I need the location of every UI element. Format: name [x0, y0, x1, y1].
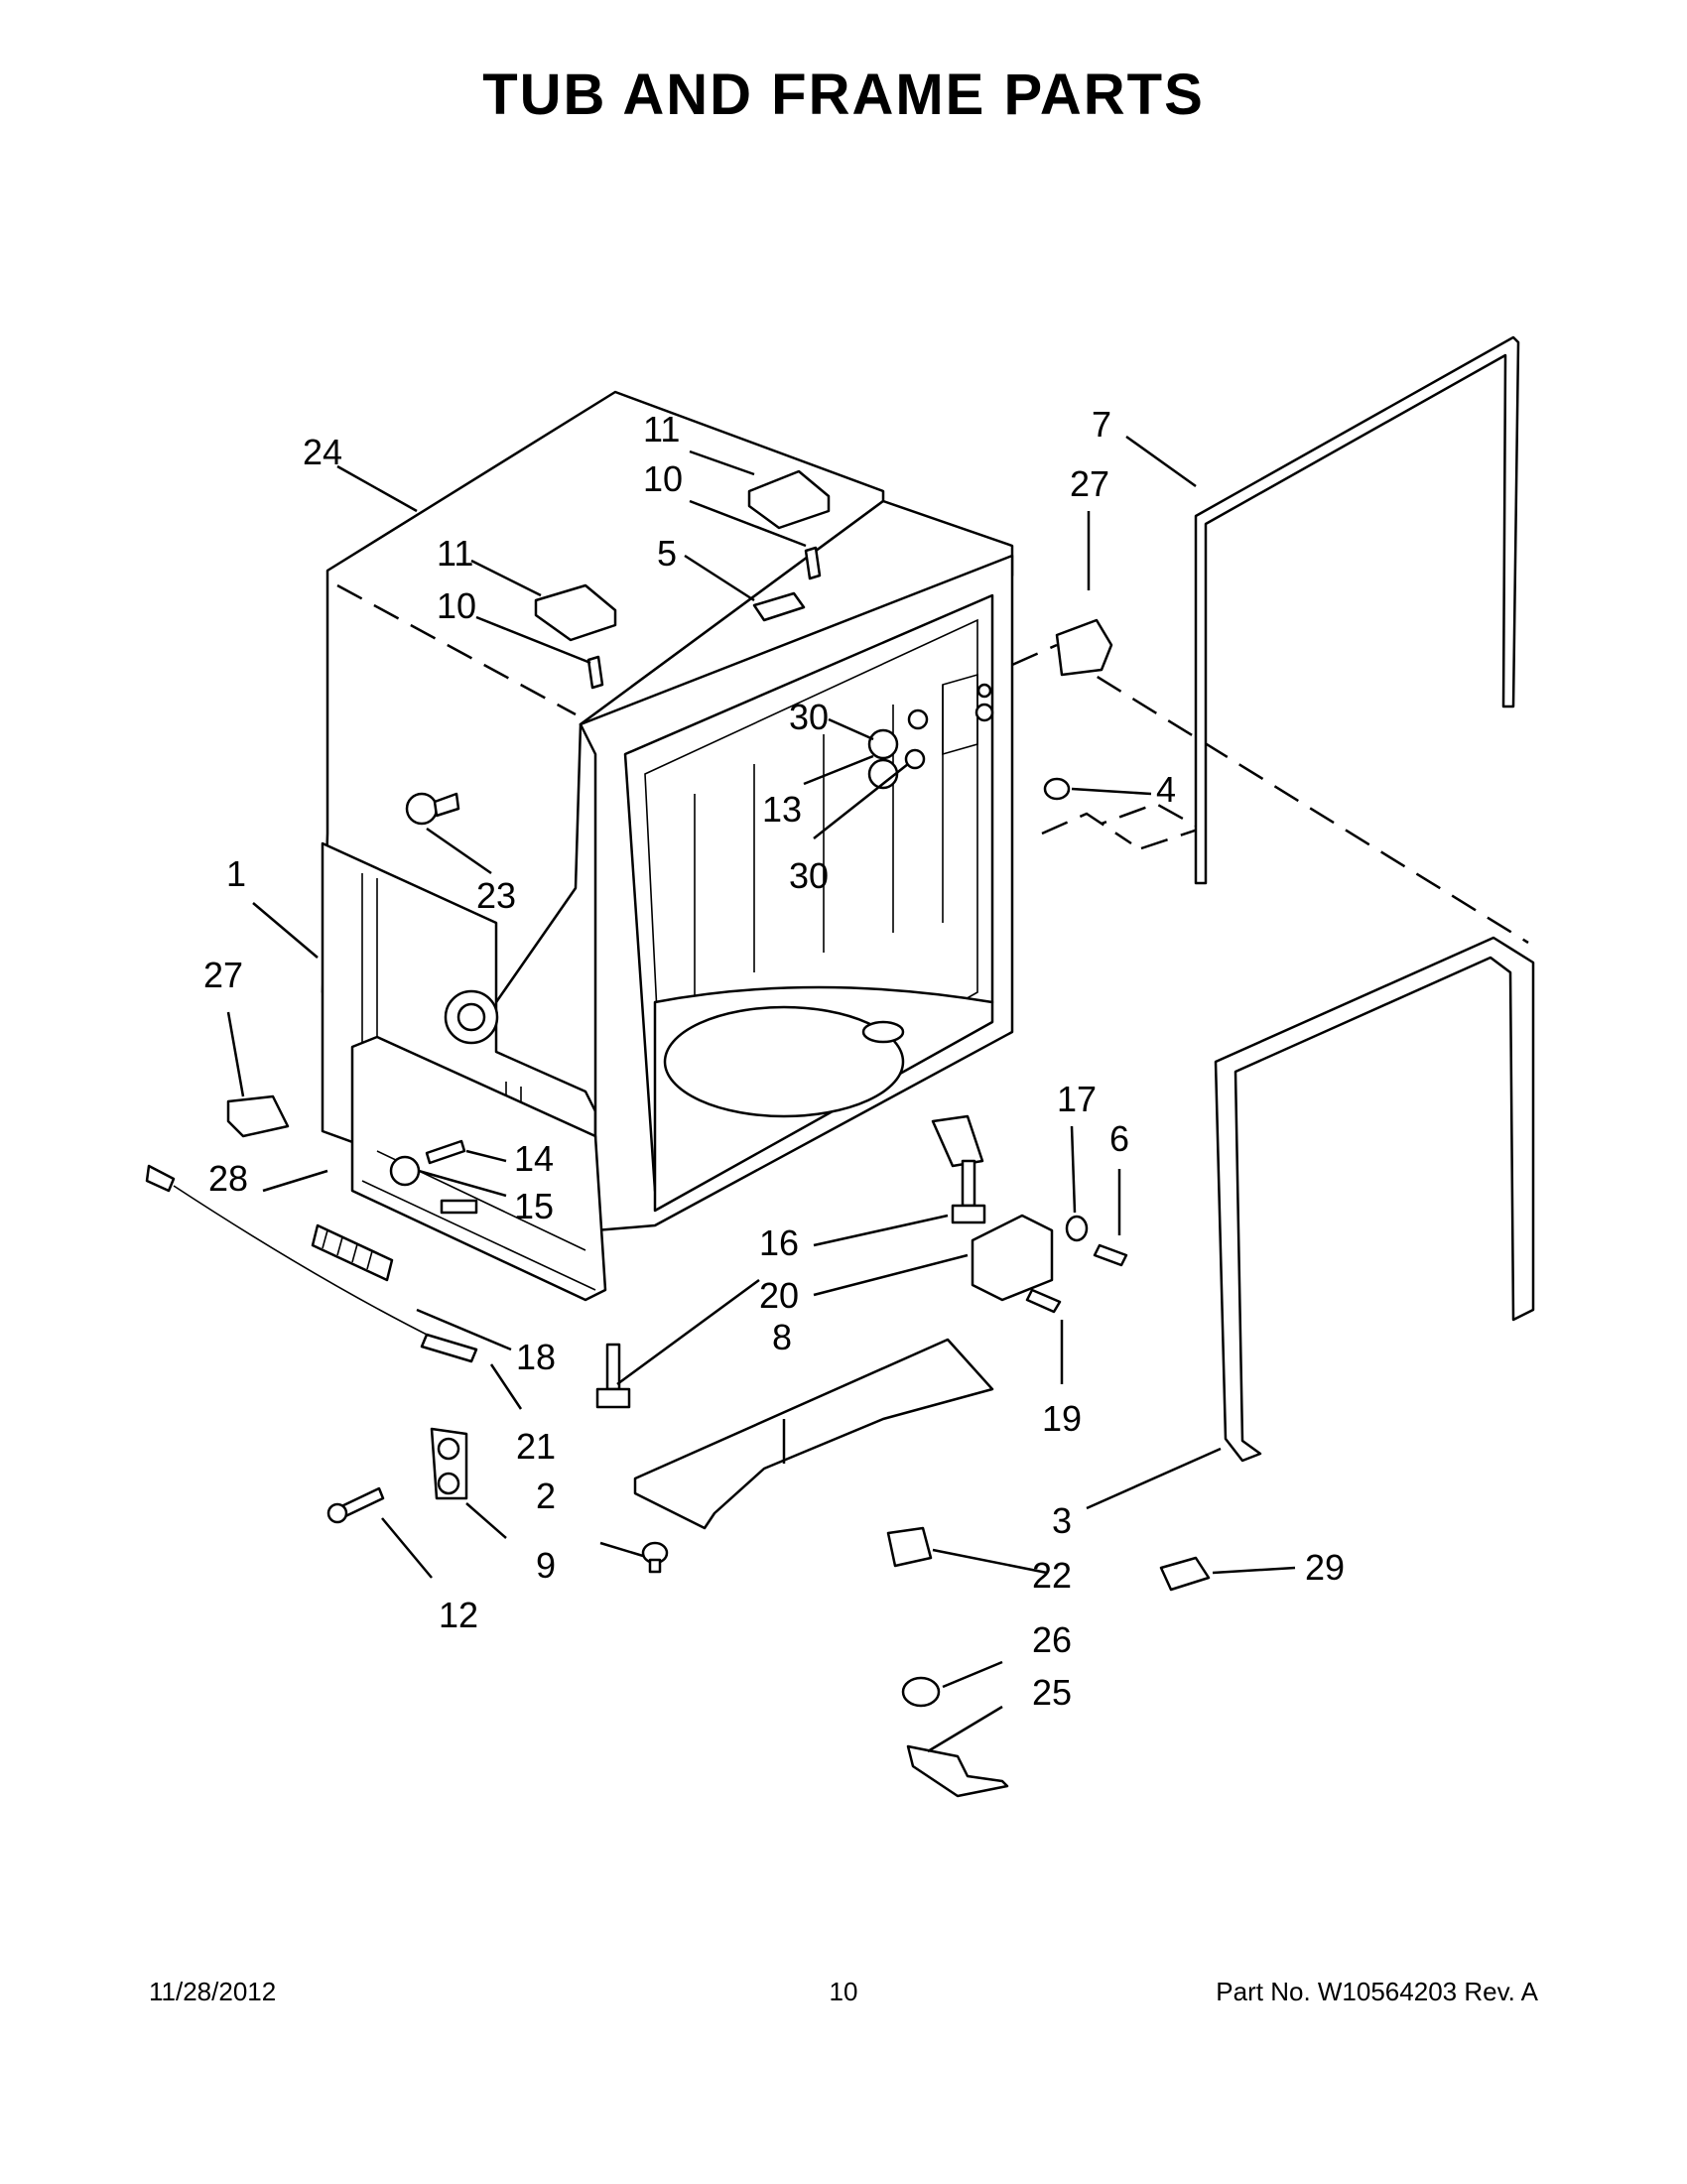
callout-21: 21: [516, 1426, 556, 1467]
callout-14: 14: [514, 1138, 554, 1179]
callout-5: 5: [657, 533, 677, 574]
page-title: TUB AND FRAME PARTS: [482, 63, 1205, 127]
callout-18: 18: [516, 1337, 556, 1377]
callout-29: 29: [1305, 1547, 1345, 1588]
callout-28: 28: [208, 1158, 248, 1199]
callout-8: 8: [772, 1317, 792, 1357]
part-8-toe-plate: [633, 1338, 994, 1530]
callout-11: 11: [643, 409, 680, 450]
part-10-screws: [586, 546, 822, 690]
part-16-leveling-legs: [595, 1159, 986, 1409]
callout-4: 4: [1156, 769, 1176, 810]
part-29-clip: [1159, 1556, 1211, 1592]
part-18-spring: [311, 1223, 394, 1282]
part-9-strain-relief: [430, 1427, 468, 1500]
callout-12: 12: [439, 1595, 478, 1635]
tub-assembly: [321, 390, 1014, 1302]
part-22-clip: [886, 1526, 933, 1568]
part-21-connector: [420, 1333, 478, 1363]
part-2-foot: [641, 1541, 669, 1574]
part-3-door-gasket: [1214, 936, 1535, 1463]
callout-19: 19: [1042, 1398, 1082, 1439]
part-25-26-bracket-knob: [901, 1676, 1009, 1798]
callout-26: 26: [1032, 1619, 1072, 1660]
part-17-6-19-hardware: [1025, 1215, 1128, 1314]
part-27-brackets: [226, 618, 1113, 1138]
part-5-clip: [752, 591, 806, 622]
callout-27: 27: [203, 955, 243, 995]
callout-27: 27: [1070, 463, 1109, 504]
callout-25: 25: [1032, 1672, 1072, 1713]
callout-23: 23: [476, 875, 516, 916]
callout-22: 22: [1032, 1555, 1072, 1596]
part-7-gasket-strip: [1194, 335, 1520, 885]
callout-1: 1: [226, 853, 246, 894]
callout-30: 30: [789, 855, 829, 896]
part-12-screw: [326, 1486, 385, 1524]
callout-10: 10: [437, 585, 476, 626]
part-28-power-cord: [145, 1164, 438, 1341]
callout-3: 3: [1052, 1500, 1072, 1541]
callout-16: 16: [759, 1222, 799, 1263]
footer-part-number: Part No. W10564203 Rev. A: [1216, 1977, 1538, 2006]
part-13-30-fittings: [867, 708, 929, 790]
callout-labels: 24 11 10 11 10 5 7 27 4 30 13 30 23 1 27…: [203, 404, 1345, 1713]
footer-date: 11/28/2012: [149, 1977, 277, 2006]
part-23-push-pin: [405, 792, 460, 826]
part-4-plug: [1043, 777, 1071, 801]
part-20-bracket: [971, 1214, 1054, 1302]
part-11-hinge-brackets: [534, 469, 831, 642]
callout-6: 6: [1109, 1118, 1129, 1159]
leader-lines: [226, 435, 1296, 1753]
callout-24: 24: [303, 432, 342, 472]
callout-2: 2: [536, 1476, 556, 1516]
callout-30: 30: [789, 697, 829, 737]
callout-10: 10: [643, 458, 683, 499]
alignment-lines: [336, 583, 1529, 945]
callout-13: 13: [762, 789, 802, 830]
callout-20: 20: [759, 1275, 799, 1316]
footer-page-number: 10: [829, 1977, 858, 2006]
callout-9: 9: [536, 1545, 556, 1586]
callout-7: 7: [1092, 404, 1111, 445]
callout-15: 15: [514, 1186, 554, 1226]
callout-11: 11: [437, 533, 473, 574]
callout-17: 17: [1057, 1079, 1097, 1119]
